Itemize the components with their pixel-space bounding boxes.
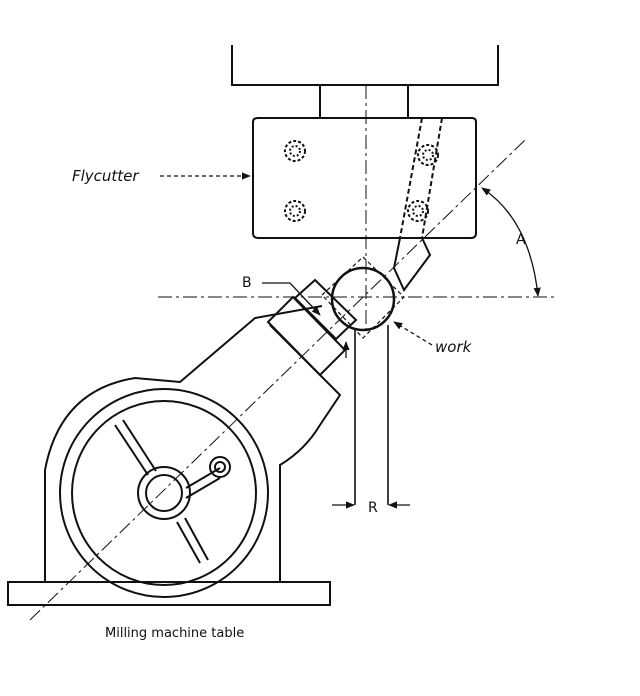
bolt-hole-bottom-left xyxy=(284,200,306,222)
index-pin xyxy=(209,456,231,478)
table-label: Milling machine table xyxy=(105,626,244,641)
flycutter-label: Flycutter xyxy=(72,167,139,185)
bolt-hole-bottom-right xyxy=(407,200,429,222)
cutter-tool-bit xyxy=(392,117,443,292)
work-arrow xyxy=(393,321,433,346)
spindle-head xyxy=(231,45,499,118)
center-lines xyxy=(29,85,555,621)
flycutter-body xyxy=(252,117,477,239)
angle-a-label: A xyxy=(516,232,526,248)
bolt-hole-top-right xyxy=(417,144,439,166)
bolt-hole-top-left xyxy=(284,140,306,162)
work-label: work xyxy=(435,338,473,356)
base-block xyxy=(7,581,331,606)
angle-a-dimension xyxy=(481,187,541,297)
r-label: R xyxy=(368,500,378,516)
workpiece xyxy=(321,256,405,339)
indexing-head-axis xyxy=(29,139,526,621)
b-label: B xyxy=(242,275,252,291)
dividing-head xyxy=(44,278,358,582)
r-reference-lines xyxy=(354,325,389,505)
index-plate xyxy=(59,388,269,598)
